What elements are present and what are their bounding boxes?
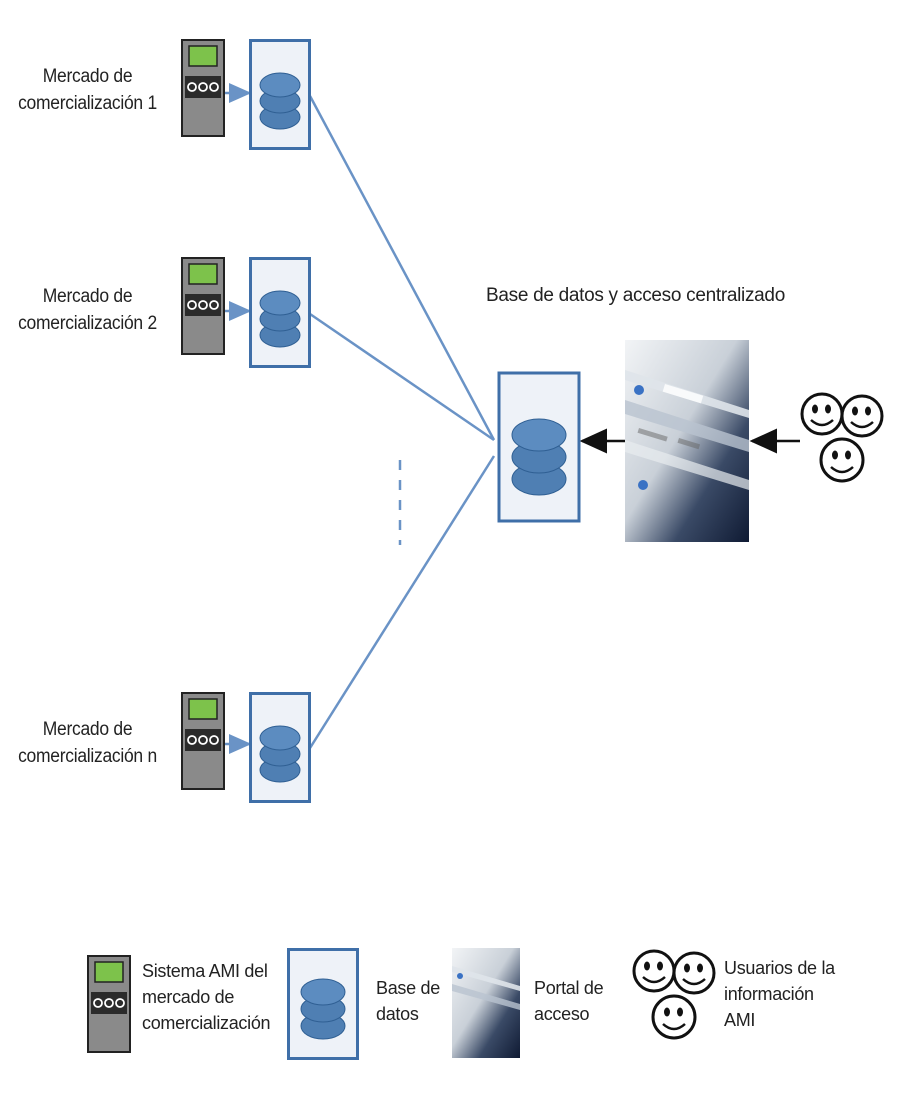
- legend-ami-device-icon: [87, 955, 131, 1053]
- market-label-n: Mercado de comercialización n: [18, 719, 157, 767]
- legend-portal-label: Portal de acceso: [534, 978, 604, 1024]
- database-icon: [249, 692, 311, 803]
- database-icon: [249, 257, 311, 368]
- users-icon: [800, 392, 884, 483]
- legend-database-label: Base de datos: [376, 978, 440, 1024]
- database-icon: [249, 39, 311, 150]
- legend-database-icon: [287, 948, 359, 1060]
- access-portal-icon: [625, 340, 749, 542]
- market-label-2: Mercado de comercialización 2: [18, 286, 157, 334]
- central-title: Base de datos y acceso centralizado: [486, 285, 785, 306]
- legend-users-icon: [632, 949, 716, 1040]
- legend-portal-icon: [452, 948, 520, 1058]
- link-db1-central: [308, 95, 496, 441]
- ami-device-icon: [181, 39, 225, 137]
- market-label-1: Mercado de comercialización 1: [18, 66, 157, 114]
- link-db2-central: [309, 312, 495, 442]
- ami-device-icon: [181, 692, 225, 790]
- link-dbn-central: [308, 455, 496, 749]
- legend-users-label: Usuarios de la información AMI: [724, 958, 835, 1030]
- central-database-icon: [497, 371, 581, 523]
- ami-device-icon: [181, 257, 225, 355]
- legend-ami-label: Sistema AMI del mercado de comercializac…: [142, 961, 271, 1033]
